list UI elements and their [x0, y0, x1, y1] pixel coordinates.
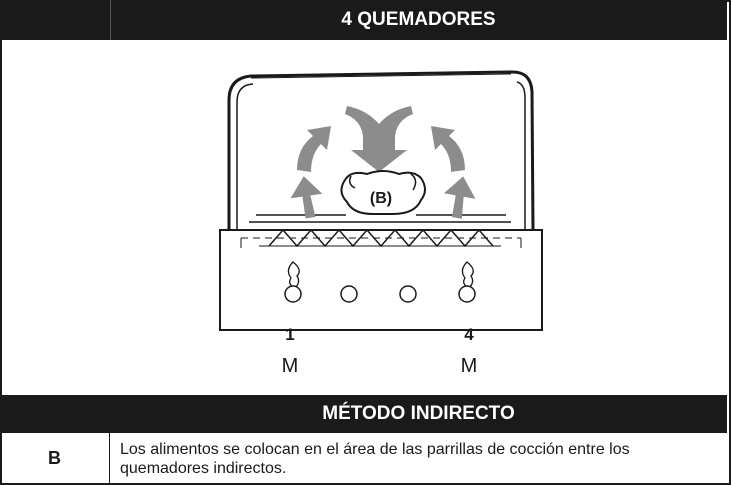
burner-3-knob — [399, 285, 417, 303]
grill-diagram: (B) 1 M 4 M — [0, 40, 728, 395]
page-title: 4 QUEMADORES — [341, 9, 496, 30]
burner-1-number: 1 — [285, 325, 294, 344]
food-roast-detail-right — [410, 173, 417, 191]
grill-lid-inner-left — [236, 83, 254, 230]
burner-4-number: 4 — [464, 325, 474, 344]
heat-arrow-center-down — [345, 106, 413, 172]
grill-lid — [227, 70, 535, 231]
legend-description: Los alimentos se colocan en el área de l… — [120, 441, 630, 477]
grill-illustration: (B) 1 M 4 M — [219, 70, 543, 377]
food-label: (B) — [370, 190, 392, 207]
burner-4-setting: M — [461, 355, 478, 377]
heat-arrow-left-high — [297, 126, 331, 172]
food-roast-detail-left — [348, 175, 356, 189]
grill-lid-rim — [250, 73, 512, 79]
heat-arrow-right-high — [431, 126, 465, 172]
heat-arrow-left-low — [290, 176, 323, 219]
burner-2-knob — [340, 285, 358, 303]
burner-4-knob — [458, 285, 476, 303]
title-bar: 4 QUEMADORES — [0, 0, 727, 40]
burner-1-knob — [284, 285, 302, 303]
method-bar: MÉTODO INDIRECTO — [0, 395, 727, 433]
title-bar-left-cell — [0, 0, 111, 40]
method-title: MÉTODO INDIRECTO — [322, 403, 515, 424]
burner-1-setting: M — [282, 355, 299, 377]
grill-lid-inner-right — [516, 81, 526, 230]
grill-firebox — [219, 229, 543, 331]
heat-arrow-right-low — [443, 176, 476, 219]
food-roast — [340, 170, 426, 215]
legend-row: B Los alimentos se colocan en el área de… — [0, 433, 727, 483]
legend-key: B — [0, 433, 110, 483]
